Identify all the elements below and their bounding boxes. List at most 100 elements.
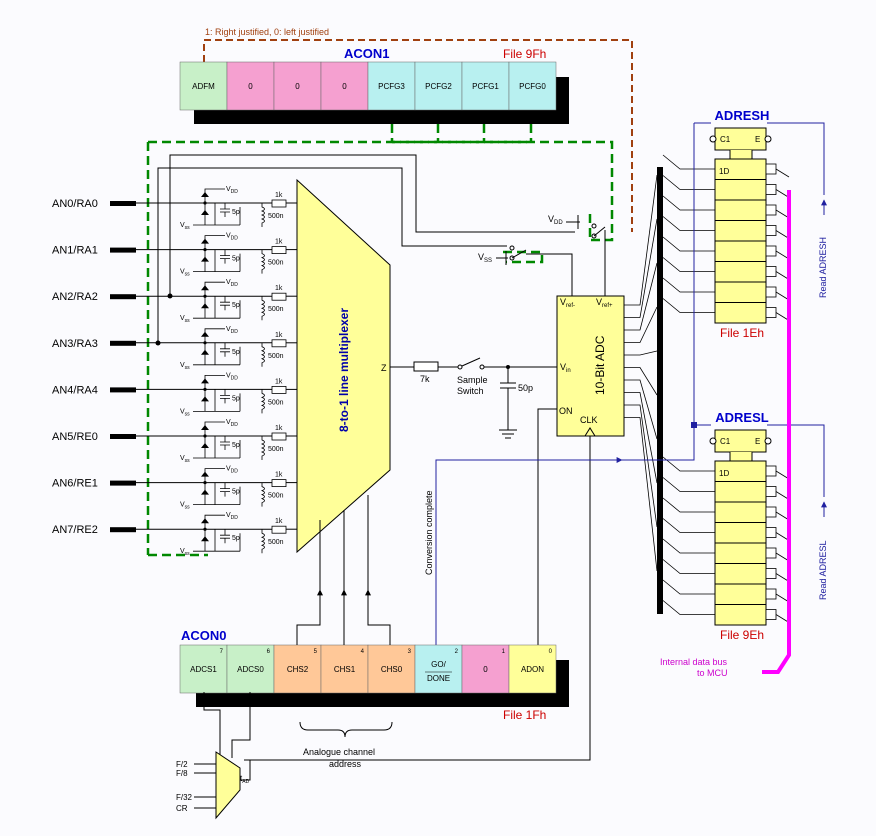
acon1-file: File 9Fh — [503, 47, 546, 61]
input-channel: AN0/RA01kD0VDD5pVss500n — [52, 186, 310, 231]
resistor-label: 1k — [275, 472, 283, 479]
acon0-bit-5 — [414, 644, 463, 694]
cap-label: 5p — [232, 302, 240, 309]
cap-label: 5p — [232, 489, 240, 496]
input-pin-label: AN7/RE2 — [52, 524, 98, 536]
input-pin-label: AN0/RA0 — [52, 198, 98, 210]
clock-input-label: CR — [176, 804, 188, 813]
vdd-label: VDD — [226, 512, 238, 521]
cap-label: 5p — [232, 256, 240, 263]
acon1-bit-5 — [414, 61, 463, 111]
input-channel: AN1/RA11kD1VDD5pVss500n — [52, 233, 310, 278]
adresh-bit-cell — [714, 199, 767, 221]
clock-output-label: tAD — [240, 774, 250, 785]
adc-vref-minus: Vref- — [560, 297, 575, 309]
acon0-bit-3 — [320, 644, 369, 694]
acon1-bit-label: PCFG1 — [472, 82, 499, 91]
cap-label: 5p — [232, 395, 240, 402]
vref-wire-an2 — [169, 154, 575, 296]
ref-vdd-label: VDD — [548, 214, 563, 226]
input-channel: AN7/RE21kD7VDD5pVss500n — [52, 512, 310, 557]
acon1-bit-7 — [508, 61, 557, 111]
cap-label: 5p — [232, 209, 240, 216]
input-pin-label: AN6/RE1 — [52, 478, 98, 490]
clock-input-label: F/2 — [176, 760, 188, 769]
adresh-e-label: E — [755, 135, 760, 144]
acon0-bit-label: CHS0 — [381, 665, 403, 674]
adresh-bit-cell — [714, 261, 767, 283]
sample-resistor-label: 7k — [420, 374, 430, 384]
acon0-bit-label: ADCS1 — [190, 665, 217, 674]
acon0-bit-2 — [273, 644, 322, 694]
adc-output-lines — [624, 174, 658, 572]
channel-address-label-2: address — [329, 759, 362, 769]
acon1-bit-4 — [367, 61, 416, 111]
input-pin — [110, 480, 136, 486]
acon1-bit-label: ADFM — [192, 82, 215, 91]
inductor-label: 500n — [268, 260, 284, 267]
resistor-label: 1k — [275, 332, 283, 339]
vss-label: Vss — [180, 315, 190, 324]
adfm-dashed-line — [203, 39, 633, 232]
adresl-bit-cell — [714, 542, 767, 564]
adc-vin: Vin — [560, 362, 571, 374]
clock-input-label: F/32 — [176, 793, 193, 802]
input-channels: AN0/RA01kD0VDD5pVss500nAN1/RA11kD1VDD5pV… — [52, 186, 310, 557]
acon1-bit-label: 0 — [248, 82, 253, 91]
inductor-label: 500n — [268, 306, 284, 313]
pcfg-dashed-lines — [146, 124, 614, 557]
adresl-bit-cell — [714, 583, 767, 605]
vss-label: Vss — [180, 362, 190, 371]
adresl-bit-cell — [714, 563, 767, 585]
acon0-bit-number: 3 — [408, 649, 412, 655]
input-channel: AN4/RA41kD4VDD5pVss500n — [52, 372, 310, 417]
acon1-note: 1: Right justified, 0: left justified — [205, 27, 329, 37]
vdd-label: VDD — [226, 466, 238, 475]
adresh-bit-cell — [714, 240, 767, 262]
vss-label: Vss — [180, 548, 190, 557]
adresl-bit-cell — [714, 501, 767, 523]
ref-vss-label: VSS — [478, 252, 492, 264]
vdd-label: VDD — [226, 419, 238, 428]
acon0-file: File 1Fh — [503, 708, 546, 722]
mux-label: 8-to-1 line multiplexer — [337, 308, 351, 432]
acon0-bit-0 — [179, 644, 228, 694]
cap-label: 5p — [232, 535, 240, 542]
vdd-label: VDD — [226, 233, 238, 242]
vss-label: Vss — [180, 455, 190, 464]
acon0-bit-7 — [508, 644, 557, 694]
internal-bus-bar — [657, 167, 663, 614]
acon1-bit-label: 0 — [342, 82, 347, 91]
adresh-bit-cell — [714, 281, 767, 303]
conversion-complete-label: Conversion complete — [424, 490, 434, 575]
input-pin-label: AN3/RA3 — [52, 338, 98, 350]
acon1-bit-label: PCFG0 — [519, 82, 546, 91]
acon0-bit-number: 5 — [314, 649, 318, 655]
input-pin-label: AN5/RE0 — [52, 431, 98, 443]
adresl-bit-cell — [714, 522, 767, 544]
acon1-bit-3 — [320, 61, 369, 111]
adresl-bit-cell — [714, 604, 767, 626]
adresl-e-label: E — [755, 437, 760, 446]
resistor-label: 1k — [275, 518, 283, 525]
acon1-bit-label: PCFG2 — [425, 82, 452, 91]
input-pin — [110, 434, 136, 439]
acon0-bit-label: CHS1 — [334, 665, 356, 674]
inductor-label: 500n — [268, 353, 284, 360]
acon0-bit-label: 0 — [483, 665, 488, 674]
adresl-file: File 9Eh — [720, 628, 764, 642]
inductor-label: 500n — [268, 399, 284, 406]
adresl-bit-cell — [714, 481, 767, 503]
channel-address-label-1: Analogue channel — [303, 747, 375, 757]
vref-wire-an3 — [157, 167, 507, 343]
input-pin — [110, 527, 136, 533]
resistor-label: 1k — [275, 192, 283, 199]
adc-label: 10-Bit ADC — [593, 335, 607, 395]
acon0-bit-number: 6 — [267, 649, 271, 655]
adc-body — [556, 295, 625, 437]
resistor-label: 1k — [275, 285, 283, 292]
acon0-bit-number: 4 — [361, 649, 365, 655]
